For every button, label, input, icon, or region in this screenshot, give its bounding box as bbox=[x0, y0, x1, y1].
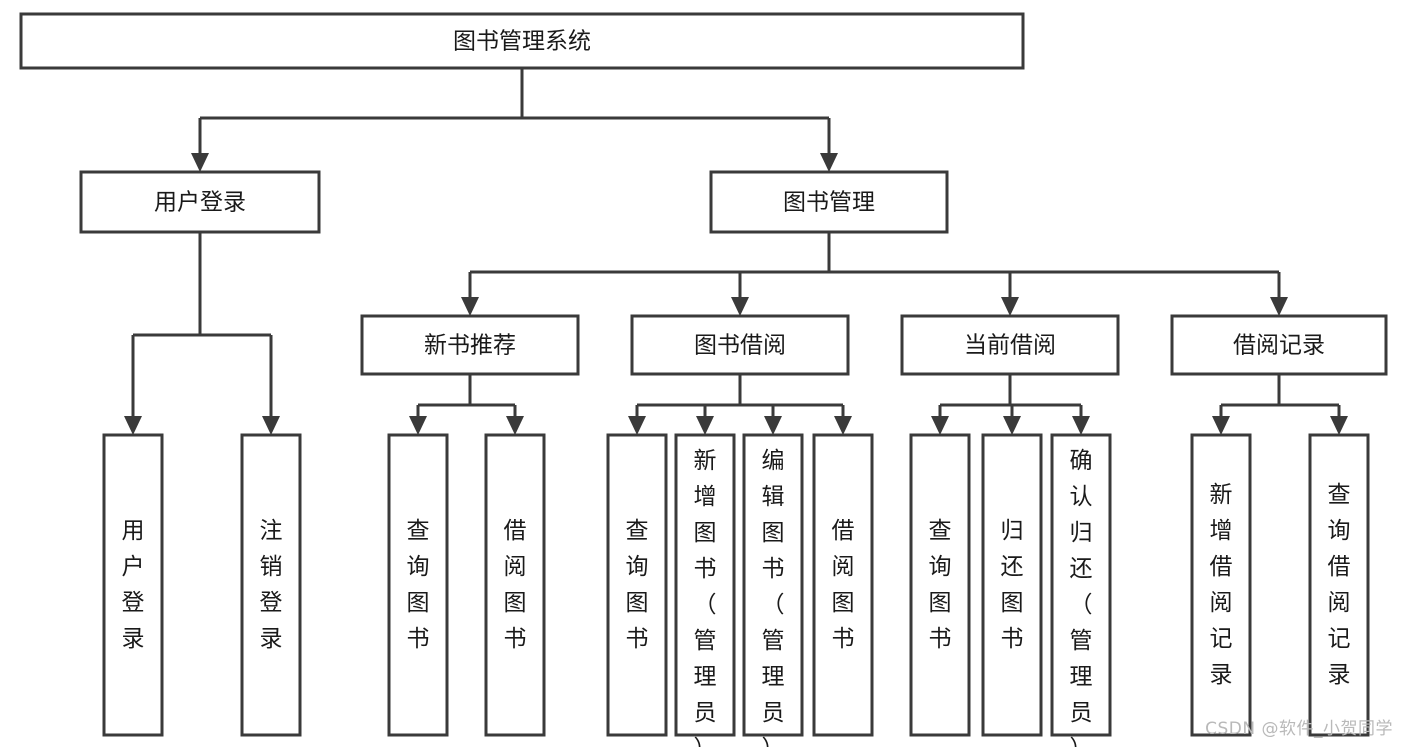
node-leaf-leaf-user-logout[interactable]: 注销登录 bbox=[240, 433, 302, 737]
node-leaf-leaf-query-record-label: 查询借阅记录 bbox=[1328, 482, 1351, 688]
node-leaf-leaf-query-book-2-label: 查询图书 bbox=[626, 518, 649, 652]
node-l2-new-book-recommend-box bbox=[360, 314, 580, 376]
node-leaf-leaf-add-record-label: 新增借阅记录 bbox=[1210, 482, 1233, 688]
node-l1-book-management-box bbox=[709, 170, 949, 234]
arrow-head-icon bbox=[820, 153, 838, 172]
node-leaf-leaf-edit-book-label: 编辑图书（管理员） bbox=[762, 448, 785, 747]
node-leaf-leaf-add-record[interactable]: 新增借阅记录 bbox=[1190, 433, 1252, 737]
arrow-head-icon bbox=[764, 416, 782, 435]
node-leaf-leaf-confirm-return-box bbox=[1050, 433, 1112, 737]
node-leaf-leaf-query-record-box bbox=[1308, 433, 1370, 737]
arrow-head-icon bbox=[1270, 297, 1288, 316]
node-leaf-leaf-borrow-book-1-label: 借阅图书 bbox=[504, 518, 527, 652]
arrow-head-icon bbox=[1330, 416, 1348, 435]
conn-record-leaves bbox=[1212, 374, 1348, 435]
watermark-text: CSDN @软件_小贺同学 bbox=[1205, 719, 1393, 739]
node-root-root-box bbox=[19, 12, 1025, 70]
arrow-head-icon bbox=[834, 416, 852, 435]
arrow-head-icon bbox=[191, 153, 209, 172]
node-leaf-leaf-borrow-book-2-box bbox=[812, 433, 874, 737]
node-root-root[interactable]: 图书管理系统 bbox=[19, 12, 1025, 70]
node-leaf-leaf-borrow-book-1[interactable]: 借阅图书 bbox=[484, 433, 546, 737]
conn-mgmt-level2 bbox=[461, 232, 1288, 316]
node-leaf-leaf-confirm-return[interactable]: 确认归还（管理员） bbox=[1050, 433, 1112, 747]
node-layer: 图书管理系统用户登录图书管理新书推荐图书借阅当前借阅借阅记录用户登录注销登录查询… bbox=[19, 12, 1388, 747]
node-l2-current-borrow-label: 当前借阅 bbox=[964, 333, 1056, 359]
node-leaf-leaf-add-book-box bbox=[674, 433, 736, 737]
node-l2-borrow-record-box bbox=[1170, 314, 1388, 376]
node-leaf-leaf-return-book-label: 归还图书 bbox=[1001, 518, 1024, 652]
node-l2-book-borrow-label: 图书借阅 bbox=[694, 333, 786, 359]
node-leaf-leaf-return-book[interactable]: 归还图书 bbox=[981, 433, 1043, 737]
node-leaf-leaf-add-record-box bbox=[1190, 433, 1252, 737]
arrow-head-icon bbox=[262, 416, 280, 435]
node-leaf-leaf-borrow-book-2-label: 借阅图书 bbox=[832, 518, 855, 652]
node-l2-borrow-record-label: 借阅记录 bbox=[1233, 333, 1325, 359]
node-leaf-leaf-query-record[interactable]: 查询借阅记录 bbox=[1308, 433, 1370, 737]
arrow-head-icon bbox=[1072, 416, 1090, 435]
arrow-head-icon bbox=[696, 416, 714, 435]
node-leaf-leaf-add-book-label: 新增图书（管理员） bbox=[694, 448, 717, 747]
node-leaf-leaf-borrow-book-1-box bbox=[484, 433, 546, 737]
conn-borrow-leaves bbox=[628, 374, 852, 435]
node-leaf-leaf-return-book-box bbox=[981, 433, 1043, 737]
node-l2-current-borrow-box bbox=[900, 314, 1120, 376]
arrow-head-icon bbox=[409, 416, 427, 435]
node-leaf-leaf-user-login[interactable]: 用户登录 bbox=[102, 433, 164, 737]
node-leaf-leaf-query-book-3-box bbox=[909, 433, 971, 737]
node-l1-book-management[interactable]: 图书管理 bbox=[709, 170, 949, 234]
node-leaf-leaf-query-book-1-box bbox=[387, 433, 449, 737]
node-leaf-leaf-user-logout-label: 注销登录 bbox=[260, 518, 283, 652]
arrow-head-icon bbox=[1003, 416, 1021, 435]
node-l1-user-login-label: 用户登录 bbox=[154, 190, 246, 216]
node-l1-book-management-label: 图书管理 bbox=[783, 190, 875, 216]
node-leaf-leaf-edit-book[interactable]: 编辑图书（管理员） bbox=[742, 433, 804, 747]
conn-current-leaves bbox=[931, 374, 1090, 435]
node-leaf-leaf-query-book-1[interactable]: 查询图书 bbox=[387, 433, 449, 737]
node-l2-current-borrow[interactable]: 当前借阅 bbox=[900, 314, 1120, 376]
conn-root-level1 bbox=[191, 68, 838, 172]
connector-layer bbox=[124, 68, 1348, 435]
node-l1-user-login-box bbox=[79, 170, 321, 234]
arrow-head-icon bbox=[931, 416, 949, 435]
node-root-root-label: 图书管理系统 bbox=[453, 29, 591, 55]
arrow-head-icon bbox=[1001, 297, 1019, 316]
node-leaf-leaf-edit-book-box bbox=[742, 433, 804, 737]
node-leaf-leaf-query-book-3-label: 查询图书 bbox=[929, 518, 952, 652]
arrow-head-icon bbox=[506, 416, 524, 435]
node-leaf-leaf-user-login-box bbox=[102, 433, 164, 737]
arrow-head-icon bbox=[461, 297, 479, 316]
node-leaf-leaf-query-book-3[interactable]: 查询图书 bbox=[909, 433, 971, 737]
node-leaf-leaf-query-book-1-label: 查询图书 bbox=[407, 518, 430, 652]
node-l2-borrow-record[interactable]: 借阅记录 bbox=[1170, 314, 1388, 376]
node-l2-new-book-recommend[interactable]: 新书推荐 bbox=[360, 314, 580, 376]
node-l1-user-login[interactable]: 用户登录 bbox=[79, 170, 321, 234]
node-leaf-leaf-confirm-return-label: 确认归还（管理员） bbox=[1070, 448, 1093, 747]
arrow-head-icon bbox=[1212, 416, 1230, 435]
node-l2-book-borrow[interactable]: 图书借阅 bbox=[630, 314, 850, 376]
node-leaf-leaf-user-logout-box bbox=[240, 433, 302, 737]
node-l2-book-borrow-box bbox=[630, 314, 850, 376]
node-leaf-leaf-query-book-2[interactable]: 查询图书 bbox=[606, 433, 668, 737]
arrow-head-icon bbox=[731, 297, 749, 316]
node-leaf-leaf-query-book-2-box bbox=[606, 433, 668, 737]
conn-login-leaves bbox=[124, 232, 280, 435]
node-leaf-leaf-user-login-label: 用户登录 bbox=[122, 518, 145, 652]
conn-recommend-leaves bbox=[409, 374, 524, 435]
node-l2-new-book-recommend-label: 新书推荐 bbox=[424, 333, 516, 359]
node-leaf-leaf-borrow-book-2[interactable]: 借阅图书 bbox=[812, 433, 874, 737]
arrow-head-icon bbox=[124, 416, 142, 435]
arrow-head-icon bbox=[628, 416, 646, 435]
node-leaf-leaf-add-book[interactable]: 新增图书（管理员） bbox=[674, 433, 736, 747]
